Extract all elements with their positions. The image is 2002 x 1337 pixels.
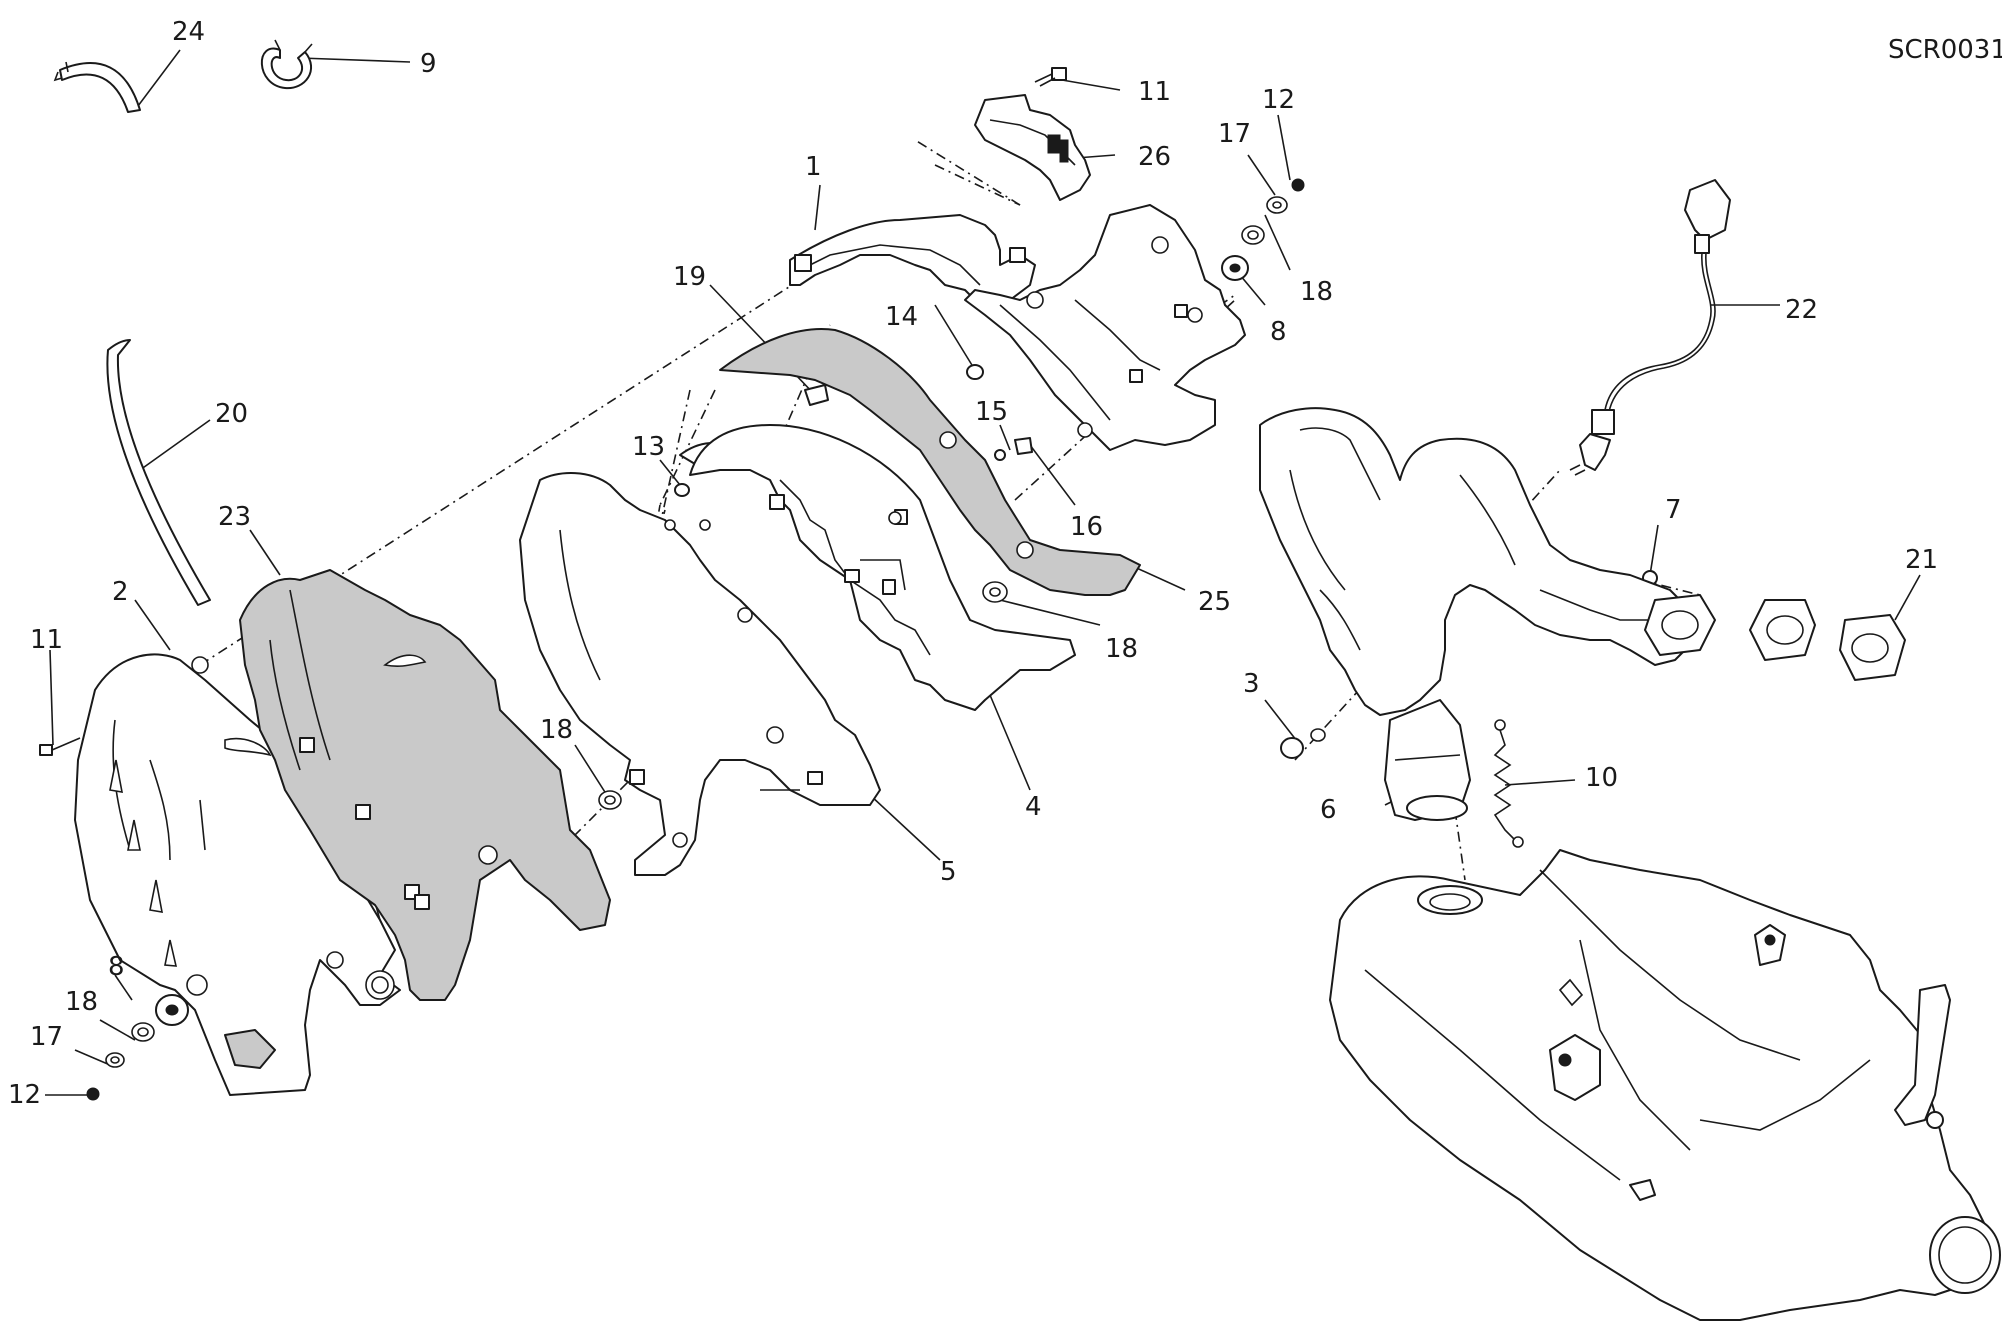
part-25-shaded-strip (719, 328, 1141, 596)
callout-9: 9 (420, 49, 437, 79)
part-9-clamp (260, 39, 313, 90)
callout-6: 6 (1320, 795, 1337, 825)
callout-18-left-mid: 18 (540, 715, 573, 745)
part-headers (1259, 407, 1906, 848)
part-silencer (1329, 849, 2001, 1321)
part-19-clip (804, 384, 829, 406)
part-24-cable-strip (53, 61, 141, 113)
drawing-code: SCR00319 (1888, 35, 2002, 65)
part-1-upper-heat-guard (789, 214, 1036, 311)
part-23-insulation-pad (239, 569, 611, 1001)
callout-11-left: 11 (30, 625, 63, 655)
part-11-bolt-left (39, 737, 81, 756)
part-20-heat-strip (106, 339, 211, 606)
callout-11-top: 11 (1138, 77, 1171, 107)
callout-18-top: 18 (1300, 277, 1333, 307)
callout-3: 3 (1243, 669, 1260, 699)
part-21-gasket (1839, 614, 1906, 681)
part-22-oxygen-sensor (1569, 179, 1731, 476)
callout-1: 1 (805, 152, 822, 182)
part-8-grommet-bottom (155, 994, 189, 1026)
part-13-nut (674, 483, 690, 497)
part-17-washer-bottom (105, 1052, 125, 1068)
callout-17-bottom: 17 (30, 1022, 63, 1052)
part-15-screw (994, 449, 1006, 461)
part-18-washer-top (1241, 225, 1265, 245)
part-4-inner-heat-guard (679, 424, 1076, 711)
callout-26: 26 (1138, 142, 1171, 172)
part-5-middle-heat-guard (519, 472, 881, 876)
part-26-bracket (974, 94, 1091, 201)
callout-19: 19 (673, 262, 706, 292)
callout-17-top: 17 (1218, 119, 1251, 149)
part-23-fittings (299, 737, 430, 910)
part-18-washer-mid (982, 581, 1008, 603)
fasteners (39, 67, 1658, 1101)
callout-24: 24 (172, 17, 205, 47)
callout-8-bottom: 8 (108, 952, 125, 982)
callout-25: 25 (1198, 587, 1231, 617)
callout-14: 14 (885, 302, 918, 332)
callout-5: 5 (940, 857, 957, 887)
callout-21: 21 (1905, 545, 1938, 575)
callout-8-top: 8 (1270, 317, 1287, 347)
callout-22: 22 (1785, 295, 1818, 325)
callout-18-bottom: 18 (65, 987, 98, 1017)
callout-10: 10 (1585, 763, 1618, 793)
part-bracket-plate (964, 204, 1246, 451)
part-6-collector (1384, 699, 1471, 821)
part-14-nut (966, 364, 984, 380)
callout-12-bottom: 12 (8, 1080, 41, 1110)
part-12-bolt-bottom (86, 1087, 100, 1101)
callout-16: 16 (1070, 512, 1103, 542)
callout-4: 4 (1025, 792, 1042, 822)
callout-7: 7 (1665, 495, 1682, 525)
callout-12-top: 12 (1262, 85, 1295, 115)
part-18-washer-bottom (131, 1022, 155, 1042)
part-12-bolt-top (1291, 178, 1305, 192)
callout-23: 23 (218, 502, 251, 532)
callout-13: 13 (632, 432, 665, 462)
part-11-bolt-top (1034, 67, 1067, 87)
part-16-clip (1014, 437, 1033, 455)
part-18-washer-left-mid (598, 769, 645, 810)
callout-20: 20 (215, 399, 248, 429)
callout-18-mid: 18 (1105, 634, 1138, 664)
part-17-washer-top (1266, 196, 1288, 214)
callout-15: 15 (975, 397, 1008, 427)
callout-labels: 24 9 11 26 12 17 18 8 1 19 14 15 16 22 2… (8, 17, 1938, 1110)
callout-2: 2 (112, 577, 129, 607)
part-3-bolt-washer (1280, 728, 1326, 759)
part-8-grommet-top (1221, 255, 1249, 281)
part-10-spring (1493, 719, 1524, 848)
